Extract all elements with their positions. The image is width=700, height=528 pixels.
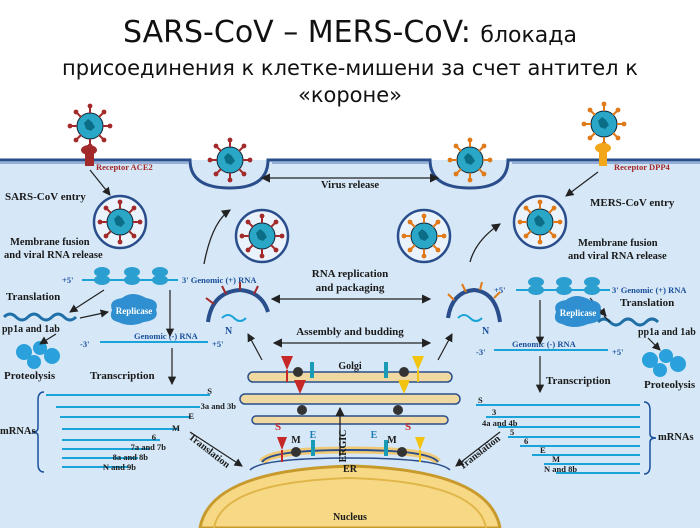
translation-left-label: Translation [6,291,60,303]
er-label: ER [343,464,358,475]
five-prime-d: +5' [612,347,623,357]
mers-endosome [512,194,568,250]
title-main: SARS-CoV – MERS-CoV: [123,15,471,50]
receptor-dpp4 [595,143,611,166]
n-right-label: N [482,326,490,337]
five-prime-a: +5' [62,275,73,285]
sars-virion-released [206,136,254,184]
golgi-spike-proteins [277,356,425,462]
pp-right-label: pp1a and 1ab [638,327,696,338]
s-left-label: S [275,421,281,433]
m-right-label: M [387,435,397,446]
ergic-label: ERGIC [338,430,349,463]
pp-left-label: pp1a and 1ab [2,324,60,335]
budding-site-left [205,282,270,323]
fusion-left-line-2: and viral RNA release [4,250,103,261]
svg-text:3a and 3b: 3a and 3b [201,401,237,411]
m-left-label: M [291,435,301,446]
svg-text:S: S [207,386,212,396]
receptor-ace2 [81,145,97,166]
proteolysis-right [642,349,686,377]
e-left-label: E [310,430,317,441]
n-left-label: N [225,326,233,337]
svg-text:6: 6 [152,432,156,442]
rna-replication-line-2: and packaging [316,282,385,294]
three-prime-a: -3' [80,339,89,349]
genomic-plus-left-label: 3' Genomic (+) RNA [182,275,257,285]
svg-text:E: E [188,411,194,421]
virus-release-label: Virus release [321,180,379,191]
five-prime-c: +5' [212,339,223,349]
svg-text:S: S [478,395,483,405]
sars-entry-label: SARS-CoV entry [5,191,86,203]
e-right-label: E [371,430,378,441]
svg-text:8a and 8b: 8a and 8b [113,452,149,462]
sars-vesicle [234,208,290,264]
replicase-right [554,296,601,327]
slide-title: SARS-CoV – MERS-CoV: блокада присоединен… [0,14,700,109]
nucleus [198,464,502,528]
title-line-3: «короне» [297,83,403,107]
fusion-right-line-1: Membrane fusion [578,238,658,249]
cell-membrane [0,158,700,190]
svg-text:4a and 4b: 4a and 4b [482,418,518,428]
genomic-plus-right-label: 3' Genomic (+) RNA [612,285,687,295]
svg-text:3: 3 [492,407,496,417]
transcription-left-label: Transcription [90,370,155,382]
nucleus-label: Nucleus [333,512,367,523]
endoplasmic-reticulum [249,446,451,471]
mrna-labels-left: S 3a and 3b E M 6 7a and 7b 8a and 8b N … [103,386,236,472]
svg-text:M: M [552,454,560,464]
rna-replication-line-1: RNA replication [312,268,389,280]
svg-text:7a and 7b: 7a and 7b [131,442,167,452]
genomic-plus-rna-right [516,277,610,295]
receptor-dpp4-label: Receptor DPP4 [614,162,671,172]
mers-virion-released [446,136,494,184]
svg-text:N and 8b: N and 8b [544,464,577,474]
mrnas-left-label: mRNAs [0,426,36,437]
translation-right-label: Translation [620,297,674,309]
replicase-left-label: Replicase [116,306,153,316]
genomic-minus-right-label: Genomic (-) RNA [512,339,577,349]
mers-entry-label: MERS-CoV entry [590,197,675,209]
three-prime-b: -3' [476,347,485,357]
svg-text:E: E [540,445,546,455]
svg-text:5: 5 [510,427,514,437]
svg-text:M: M [172,423,180,433]
replicase-left [110,294,157,325]
golgi-apparatus [239,371,461,425]
genomic-plus-rna-left [82,267,178,285]
title-line-2: присоединения к клетке-мишени за счет ан… [62,56,638,80]
replicase-right-label: Replicase [560,308,597,318]
genomic-minus-left-label: Genomic (-) RNA [134,331,199,341]
sars-endosome [92,194,148,250]
five-prime-b: +5' [494,285,505,295]
budding-site-right [446,281,502,323]
s-right-label: S [405,421,411,433]
sars-virion-outside [66,102,114,150]
transcription-right-label: Transcription [546,375,611,387]
svg-text:N and 9b: N and 9b [103,462,136,472]
svg-text:6: 6 [524,436,528,446]
title-tail: блокада [480,23,577,48]
receptor-ace2-label: Receptor ACE2 [96,162,153,172]
mers-vesicle [396,208,452,264]
mrnas-right-label: mRNAs [658,432,694,443]
fusion-right-line-2: and viral RNA release [568,251,667,262]
golgi-label: Golgi [338,361,362,372]
proteolysis-right-label: Proteolysis [644,379,696,391]
assembly-label: Assembly and budding [296,326,404,338]
proteolysis-left-label: Proteolysis [4,370,56,382]
mrna-lines-left [46,394,210,468]
mers-virion-outside [580,100,628,148]
fusion-left-line-1: Membrane fusion [10,237,90,248]
mrna-lines-right [476,404,640,474]
mrna-labels-right: S 3 4a and 4b 5 6 E M N and 8b [478,395,577,474]
